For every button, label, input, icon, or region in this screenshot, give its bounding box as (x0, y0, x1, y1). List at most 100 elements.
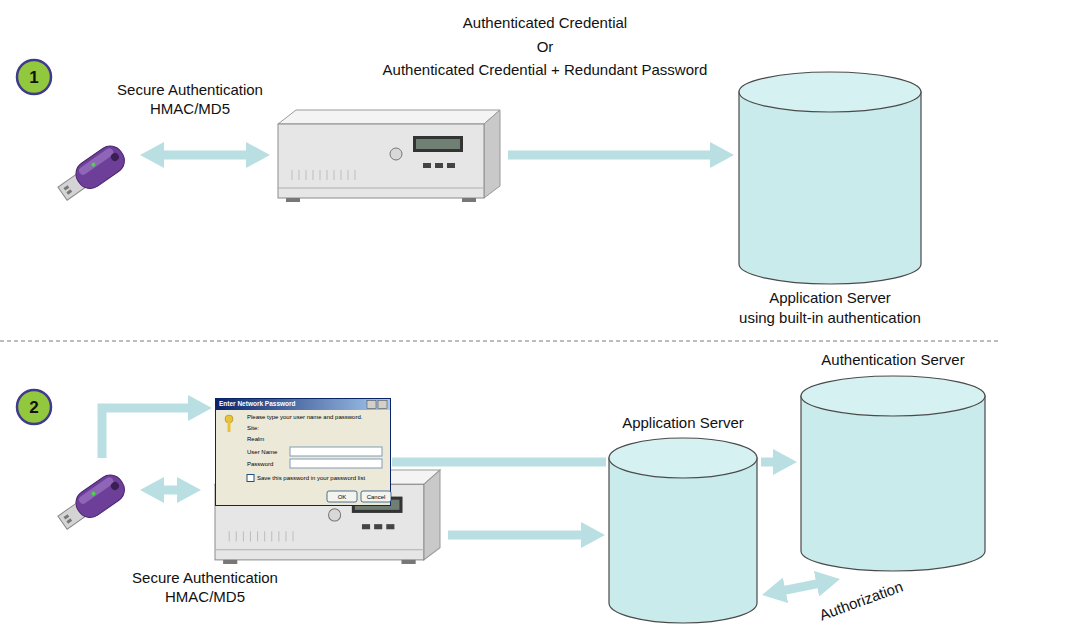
dialog-text: Please type your user name and password. (247, 413, 387, 421)
token-highlight (77, 476, 114, 505)
dialog-text: OK (327, 493, 357, 501)
title-button (378, 401, 387, 409)
appliance-side (484, 110, 500, 198)
appliance-foot (286, 198, 300, 202)
usb-slot (63, 514, 69, 519)
vent-slot (250, 531, 251, 541)
panel-button (362, 524, 370, 529)
appliance-bezel (278, 188, 484, 189)
dialog-text: User Name (247, 448, 289, 456)
key-icon (225, 415, 233, 423)
appliance-front (215, 484, 424, 560)
usb-token-art (52, 133, 132, 213)
cylinder-top (609, 438, 757, 478)
vent-slot (313, 170, 314, 180)
section-divider (0, 341, 1000, 342)
flow-arrow (776, 582, 827, 592)
flow-arrow (392, 458, 606, 467)
authentication-server: Authentication Server (800, 376, 986, 571)
key-ring-hole (109, 480, 120, 491)
appliance-foot (462, 198, 476, 202)
panel-button (447, 163, 455, 168)
vent-slot (257, 531, 258, 541)
vent-slot (355, 170, 356, 180)
vent-slot (278, 531, 279, 541)
lcd-frame (352, 497, 403, 513)
cylinder-body (801, 396, 985, 571)
vent-slot (292, 170, 293, 180)
panel-button (386, 524, 394, 529)
vent-slot (306, 170, 307, 180)
server-label: Application Server (700, 288, 960, 307)
dialog-text: Password (247, 460, 289, 468)
vent-slot (271, 531, 272, 541)
application-server: Application Server (608, 438, 758, 623)
appliance-foot (401, 560, 415, 564)
power-button (329, 509, 341, 521)
token-led (91, 491, 97, 497)
token-body (71, 470, 130, 523)
appliance-front (278, 124, 484, 198)
usb-token-art (52, 462, 132, 542)
cylinder-top (739, 72, 921, 112)
callout-number: 1 (19, 67, 49, 88)
lcd-frame (413, 136, 463, 152)
usb-token (52, 462, 132, 542)
flow-arrow (154, 486, 187, 495)
application-server-art (608, 438, 758, 623)
appliance-top (215, 470, 440, 484)
dialog-text: Site: (247, 424, 287, 432)
appliance-foot (223, 560, 237, 564)
vent-slot (348, 170, 349, 180)
token-highlight (77, 147, 114, 176)
vent-slot (285, 531, 286, 541)
lcd-screen (416, 139, 460, 149)
token-body (71, 141, 130, 194)
flow-note: Authenticated Credential (355, 13, 735, 32)
step-badge (17, 60, 51, 94)
vent-slot (264, 531, 265, 541)
server-label: Authentication Server (763, 350, 1023, 369)
security-appliance (278, 108, 500, 203)
dialog-title-bar (216, 399, 390, 410)
checkbox (247, 475, 254, 482)
token-led (91, 162, 97, 168)
vent-slot (236, 531, 237, 541)
dialog-text: Save this password in your password list (257, 474, 389, 482)
application-server-art (738, 72, 922, 284)
vent-slot (243, 531, 244, 541)
cylinder-body (739, 92, 921, 284)
authentication-server-art (800, 376, 986, 571)
login-dialog: Enter Network PasswordPlease type your u… (215, 398, 391, 506)
appliance-side (424, 470, 440, 560)
application-server: Application Serverusing built-in authent… (738, 72, 922, 284)
text-input (290, 447, 382, 456)
lcd-screen (355, 500, 400, 510)
vent-slot (327, 170, 328, 180)
usb-slot (63, 185, 69, 190)
server-label: using built-in authentication (700, 308, 960, 327)
vent-slot (229, 531, 230, 541)
dialog-text: Realm (247, 435, 287, 443)
vent-slot (320, 170, 321, 180)
step-badge (17, 390, 51, 424)
flow-arrow (761, 458, 783, 467)
dialog-frame (216, 399, 391, 506)
text-input (290, 459, 382, 468)
flow-arrow (448, 531, 591, 540)
panel-button (435, 163, 443, 168)
flow-note: Or (355, 37, 735, 56)
dialog-button (327, 491, 357, 502)
key-icon (228, 422, 231, 432)
panel-button (374, 524, 382, 529)
vent-slot (334, 170, 335, 180)
power-button (390, 148, 402, 160)
key-ring-hole (109, 151, 120, 162)
security-appliance-art (278, 108, 500, 203)
flow-note: Authenticated Credential + Redundant Pas… (335, 60, 755, 79)
dialog-text: Cancel (361, 493, 391, 501)
protocol-label: Secure Authentication HMAC/MD5 (105, 80, 275, 118)
dialog-text: Enter Network Password (219, 400, 359, 408)
vent-slot (293, 531, 294, 541)
panel-button (423, 163, 431, 168)
